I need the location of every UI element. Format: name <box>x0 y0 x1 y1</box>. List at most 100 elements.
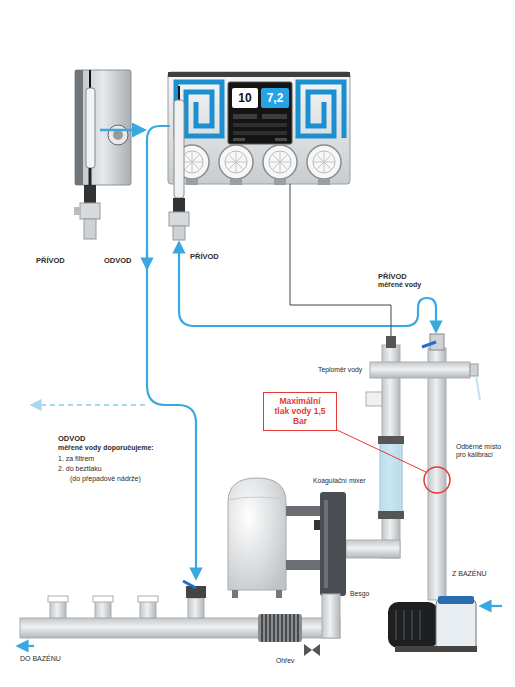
calibration-marker <box>337 430 426 472</box>
heater <box>258 614 320 656</box>
analyser-unit <box>84 219 96 239</box>
calibration-marker <box>424 467 450 493</box>
peristaltic-pump <box>274 179 286 185</box>
return-pipe <box>188 598 204 618</box>
dosing-controller <box>168 72 350 77</box>
peristaltic-pump <box>225 151 247 173</box>
pipe <box>346 345 480 600</box>
to-pool-arrow <box>18 645 34 647</box>
analyser-unit <box>75 70 83 185</box>
dosing-controller <box>233 138 245 141</box>
analyser-unit <box>89 168 92 185</box>
sand-filter <box>228 478 320 598</box>
flow-label: DO BAZÉNU <box>20 655 61 663</box>
port-label: ODVOD <box>104 256 132 265</box>
return-valve <box>183 581 196 588</box>
clear-pipe-section <box>378 511 404 519</box>
return-pipe <box>50 600 66 618</box>
peristaltic-pump <box>318 179 330 185</box>
display-value: 10 <box>232 88 258 108</box>
ball-valve <box>422 334 444 350</box>
sand-filter <box>276 590 282 598</box>
dosing-controller <box>228 82 292 144</box>
flow-cell <box>169 212 189 226</box>
clear-pipe-section <box>380 440 402 515</box>
peristaltic-pump <box>269 151 291 173</box>
return-pipe <box>93 596 113 602</box>
dosing-controller <box>298 82 344 138</box>
analyser-unit <box>74 207 80 215</box>
return-line <box>147 126 196 578</box>
return-pipe <box>138 596 158 602</box>
sand-filter <box>228 478 286 590</box>
flow-cell <box>173 226 185 240</box>
analyser-unit <box>84 185 96 203</box>
flow-label: Z BAZÉNU <box>452 570 487 578</box>
sand-filter <box>286 506 320 516</box>
circulation-pump <box>436 600 476 650</box>
circulation-pump <box>395 646 477 652</box>
flow-cell <box>174 100 184 198</box>
callout-box: Maximální tlak vody 1,5 Bar <box>263 392 337 431</box>
return-valve <box>183 581 206 598</box>
pipe <box>370 362 470 378</box>
analyser-unit <box>80 203 100 219</box>
supply-line <box>179 243 436 331</box>
circulation-pump <box>438 596 474 604</box>
sand-filter <box>232 590 238 598</box>
thermometer <box>386 336 396 348</box>
analyser-unit <box>108 125 128 145</box>
return-pipe <box>48 596 68 602</box>
analyser-unit <box>74 70 131 239</box>
flow-arrow <box>146 250 148 268</box>
note-text: 2. do beztlaku <box>58 465 102 473</box>
coagulation-mixer <box>314 492 346 596</box>
outflow-arrow <box>100 129 144 132</box>
flow-cell <box>169 86 189 240</box>
dosing-controller <box>233 123 287 127</box>
clear-pipe-section <box>378 436 404 444</box>
peristaltic-pump <box>219 145 253 179</box>
return-pipe <box>140 600 156 618</box>
heater <box>258 614 302 642</box>
clear-pipe-section <box>378 436 404 519</box>
node-text: 10 <box>238 91 251 105</box>
optional-return-line <box>32 404 145 406</box>
dosing-controller <box>168 72 350 184</box>
peristaltic-pump <box>269 151 291 173</box>
pipe <box>346 540 400 558</box>
peristaltic-pump <box>313 151 335 173</box>
peristaltic-pump <box>225 151 247 173</box>
note-text: (do přepadové nádrže) <box>70 475 141 483</box>
flow-cell <box>178 86 180 100</box>
pipe <box>428 348 446 600</box>
pipe <box>366 392 382 406</box>
dosing-controller <box>233 114 257 119</box>
peristaltic-pump <box>313 151 335 173</box>
dosing-controller <box>233 131 287 135</box>
part-label: Odběrné místo pro kalibraci <box>456 443 512 459</box>
coagulation-mixer <box>324 500 328 588</box>
port-label: PŘÍVOD <box>36 256 65 265</box>
analyser-unit <box>89 70 91 88</box>
port-label: PŘÍVOD <box>190 252 219 261</box>
sand-filter <box>228 497 286 500</box>
dosing-controller <box>262 114 287 119</box>
dosing-controller <box>275 138 287 141</box>
port-label: měřené vody <box>378 281 421 289</box>
analyser-unit <box>113 130 123 140</box>
thermometer-cable <box>290 184 391 338</box>
part-label: Teploměr vody <box>318 366 362 374</box>
pipe <box>476 376 480 400</box>
coagulation-mixer <box>314 520 320 530</box>
peristaltic-pump <box>307 145 341 179</box>
flow-cell <box>173 198 185 212</box>
sand-filter <box>286 560 320 570</box>
note-text: 1. za filtrem <box>58 455 94 463</box>
heater <box>262 614 298 642</box>
display-value: 7,2 <box>261 88 289 108</box>
heater <box>304 644 320 656</box>
node-text: Maximální tlak vody 1,5 Bar <box>272 396 328 427</box>
port-label: PŘÍVOD <box>378 272 407 281</box>
part-label: Koagulační mixer <box>313 477 366 485</box>
